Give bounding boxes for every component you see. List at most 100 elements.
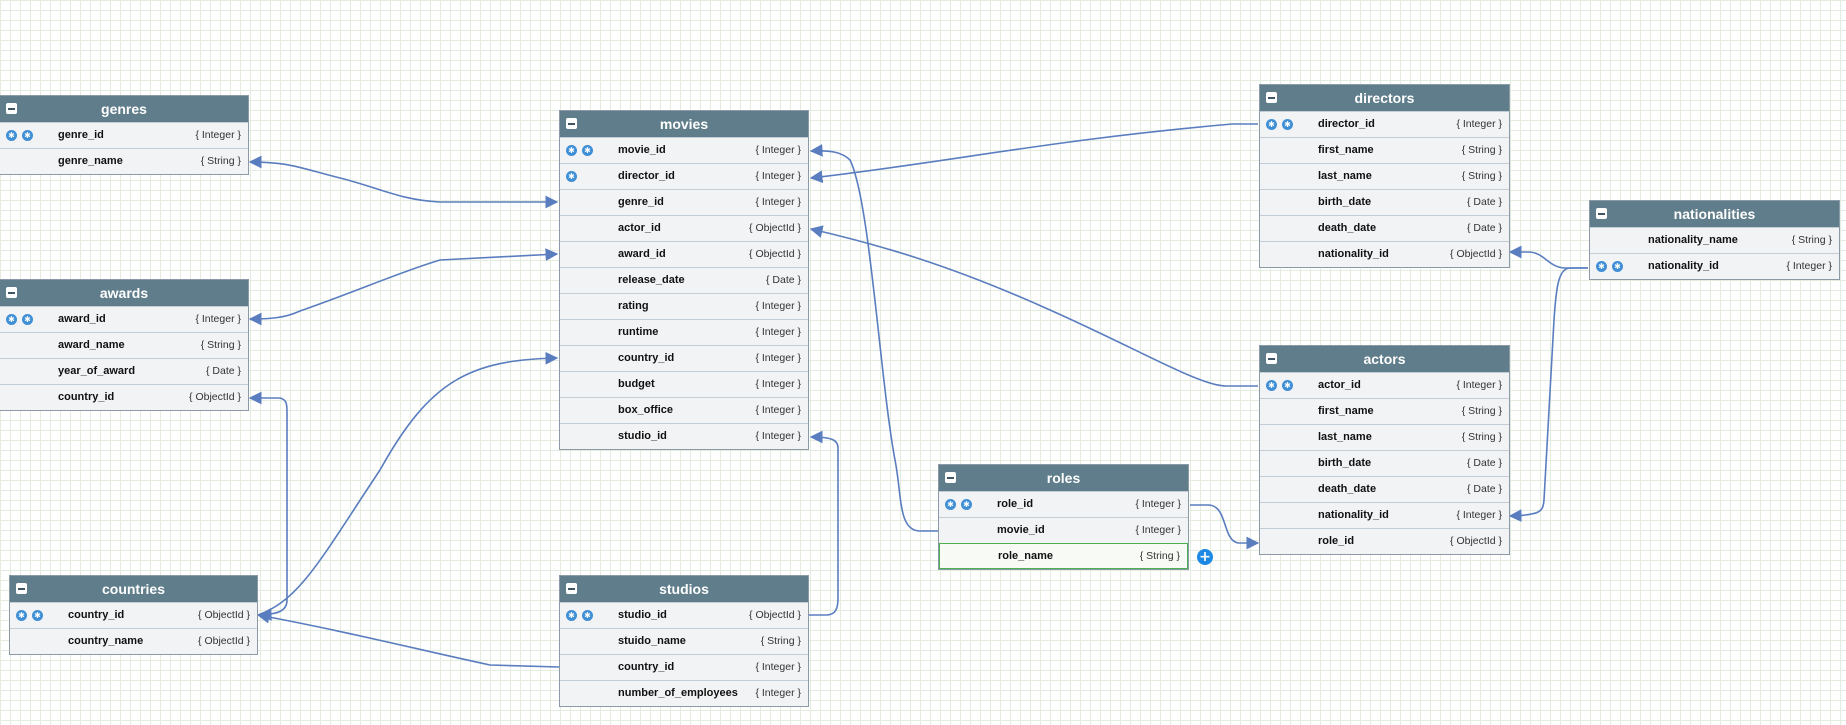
- field-type: { Integer }: [1135, 498, 1181, 510]
- table-header[interactable]: actors: [1260, 346, 1509, 372]
- field-row[interactable]: country_id{ ObjectId }: [0, 384, 248, 410]
- field-name: budget: [618, 378, 655, 390]
- field-row[interactable]: first_name{ String }: [1260, 398, 1509, 424]
- table-roles[interactable]: roles ✱✱ role_id { Integer } movie_id{ Integ…: [938, 464, 1189, 570]
- key-icon: ✱: [961, 499, 972, 510]
- field-name: nationality_id: [1318, 248, 1389, 260]
- table-genres[interactable]: genres✱✱genre_id{ Integer }genre_name{ S…: [0, 95, 249, 175]
- link-roles-movies: [809, 144, 938, 532]
- table-title: roles: [1046, 470, 1081, 486]
- link-genres-movies: [248, 155, 559, 209]
- table-directors[interactable]: directors ✱✱director_id{ Integer }first_n…: [1259, 84, 1510, 268]
- minus-icon[interactable]: [6, 103, 17, 114]
- field-name: actor_id: [618, 222, 661, 234]
- table-movies[interactable]: movies✱✱movie_id{ Integer }✱director_id{…: [559, 110, 809, 450]
- field-row[interactable]: ✱✱genre_id{ Integer }: [0, 122, 248, 148]
- field-row[interactable]: last_name{ String }: [1260, 163, 1509, 189]
- table-header[interactable]: nationalities: [1590, 201, 1839, 227]
- table-title: directors: [1354, 90, 1415, 106]
- field-row[interactable]: birth_date{ Date }: [1260, 189, 1509, 215]
- table-awards[interactable]: awards✱✱award_id{ Integer }award_name{ S…: [0, 279, 249, 411]
- field-row[interactable]: rating{ Integer }: [560, 293, 808, 319]
- field-row[interactable]: country_id{ Integer }: [560, 654, 808, 680]
- field-row[interactable]: genre_name{ String }: [0, 148, 248, 174]
- field-row[interactable]: movie_id{ Integer }: [939, 517, 1188, 543]
- add-field-button[interactable]: +: [1197, 549, 1213, 565]
- field-row[interactable]: country_id{ Integer }: [560, 345, 808, 371]
- field-type: { Integer }: [1456, 379, 1502, 391]
- field-name: actor_id: [1318, 379, 1361, 391]
- field-name: movie_id: [997, 524, 1045, 536]
- field-row[interactable]: ✱✱actor_id{ Integer }: [1260, 372, 1509, 398]
- field-row[interactable]: ✱✱award_id{ Integer }: [0, 306, 248, 332]
- table-title: actors: [1363, 351, 1406, 367]
- field-row[interactable]: nationality_name{ String }: [1590, 227, 1839, 253]
- field-row[interactable]: death_date{ Date }: [1260, 476, 1509, 502]
- field-type: { String }: [760, 635, 801, 647]
- table-header[interactable]: studios: [560, 576, 808, 602]
- minus-icon[interactable]: [1596, 208, 1607, 219]
- field-row[interactable]: last_name{ String }: [1260, 424, 1509, 450]
- key-icon: ✱: [6, 314, 17, 325]
- minus-icon[interactable]: [566, 118, 577, 129]
- field-row[interactable]: ✱✱country_id{ ObjectId }: [10, 602, 257, 628]
- minus-icon[interactable]: [566, 583, 577, 594]
- field-row[interactable]: nationality_id{ ObjectId }: [1260, 241, 1509, 267]
- field-row[interactable]: ✱✱studio_id{ ObjectId }: [560, 602, 808, 628]
- field-row[interactable]: ✱✱nationality_id{ Integer }: [1590, 253, 1839, 279]
- table-header[interactable]: directors: [1260, 85, 1509, 111]
- field-type: { Date }: [1466, 457, 1502, 469]
- table-header[interactable]: roles: [939, 465, 1188, 491]
- field-row[interactable]: role_id{ ObjectId }: [1260, 528, 1509, 554]
- table-header[interactable]: countries: [10, 576, 257, 602]
- field-name: nationality_id: [1318, 509, 1389, 521]
- minus-icon[interactable]: [1266, 353, 1277, 364]
- field-name: role_id: [997, 498, 1034, 510]
- field-name: movie_id: [618, 144, 666, 156]
- field-name: runtime: [618, 326, 659, 338]
- field-row[interactable]: actor_id{ ObjectId }: [560, 215, 808, 241]
- field-row[interactable]: nationality_id{ Integer }: [1260, 502, 1509, 528]
- field-row[interactable]: ✱✱director_id{ Integer }: [1260, 111, 1509, 137]
- field-row[interactable]: studio_id{ Integer }: [560, 423, 808, 449]
- minus-icon[interactable]: [945, 472, 956, 483]
- field-row[interactable]: first_name{ String }: [1260, 137, 1509, 163]
- field-row[interactable]: ✱✱movie_id{ Integer }: [560, 137, 808, 163]
- table-countries[interactable]: countries✱✱country_id{ ObjectId }country…: [9, 575, 258, 655]
- key-icons: ✱✱: [945, 499, 985, 511]
- field-row[interactable]: runtime{ Integer }: [560, 319, 808, 345]
- table-header[interactable]: movies: [560, 111, 808, 137]
- field-name: last_name: [1318, 170, 1372, 182]
- field-row[interactable]: budget{ Integer }: [560, 371, 808, 397]
- minus-icon[interactable]: [6, 287, 17, 298]
- key-icon: ✱: [22, 314, 33, 325]
- field-row[interactable]: genre_id{ Integer }: [560, 189, 808, 215]
- field-row[interactable]: box_office{ Integer }: [560, 397, 808, 423]
- table-header[interactable]: genres: [0, 96, 248, 122]
- field-row[interactable]: birth_date{ Date }: [1260, 450, 1509, 476]
- field-name: country_id: [618, 352, 675, 364]
- field-row[interactable]: stuido_name{ String }: [560, 628, 808, 654]
- link-studios-movies: [808, 430, 839, 616]
- field-row[interactable]: year_of_award{ Date }: [0, 358, 248, 384]
- field-row[interactable]: award_name{ String }: [0, 332, 248, 358]
- minus-icon[interactable]: [1266, 92, 1277, 103]
- field-row[interactable]: country_name{ ObjectId }: [10, 628, 257, 654]
- minus-icon[interactable]: [16, 583, 27, 594]
- table-actors[interactable]: actors✱✱actor_id{ Integer }first_name{ S…: [1259, 345, 1510, 555]
- key-icon: ✱: [32, 610, 43, 621]
- field-row[interactable]: release_date{ Date }: [560, 267, 808, 293]
- field-row[interactable]: ✱director_id{ Integer }: [560, 163, 808, 189]
- field-type: { Integer }: [195, 129, 241, 141]
- field-row[interactable]: death_date{ Date }: [1260, 215, 1509, 241]
- table-studios[interactable]: studios✱✱studio_id{ ObjectId }stuido_nam…: [559, 575, 809, 707]
- field-row[interactable]: award_id{ ObjectId }: [560, 241, 808, 267]
- field-row[interactable]: ✱✱ role_id { Integer }: [939, 491, 1188, 517]
- link-nationalities-actors: [1508, 267, 1588, 523]
- field-type: { String }: [1461, 405, 1502, 417]
- field-row[interactable]: role_name{ String }: [939, 543, 1188, 569]
- field-type: { ObjectId }: [1450, 535, 1502, 547]
- table-header[interactable]: awards: [0, 280, 248, 306]
- field-row[interactable]: number_of_employees{ Integer }: [560, 680, 808, 706]
